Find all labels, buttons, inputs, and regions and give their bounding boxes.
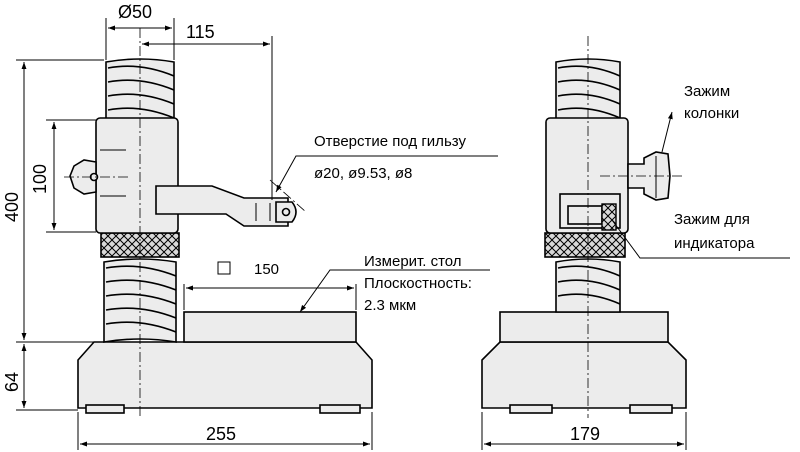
square-symbol: [217, 261, 231, 275]
foot-left: [85, 404, 125, 414]
table-label-line3: 2.3 мкм: [364, 297, 416, 314]
sleeve-hole-title: Отверстие под гильзу: [314, 133, 466, 150]
foot-side-left: [509, 404, 553, 414]
foot-side-right: [629, 404, 673, 414]
front-view: Ø50 115 100 400 64 255 150 Отверстие под: [2, 2, 498, 450]
dim-100: 100: [30, 164, 50, 194]
column-clamp-line2: колонки: [684, 105, 739, 122]
knurled-ring-side: [544, 232, 626, 258]
indicator-clamp-line2: индикатора: [674, 235, 755, 252]
indicator-arm: [155, 185, 289, 227]
base-side: [481, 341, 687, 409]
dim-400: 400: [2, 192, 22, 222]
column-clamp-line1: Зажим: [684, 83, 730, 100]
sleeve-hole-sizes: ø20, ø9.53, ø8: [314, 165, 412, 182]
dim-179: 179: [570, 424, 600, 444]
dim-115: 115: [186, 22, 215, 42]
dim-diameter-50: Ø50: [118, 2, 152, 22]
measuring-table-side: [499, 311, 669, 343]
upper-column-side: [555, 58, 621, 121]
lower-column-side: [555, 258, 621, 313]
indicator-clamp-screw: [601, 203, 617, 231]
side-view: 179 Зажим колонки Зажим для индикатора: [481, 36, 790, 450]
dim-64: 64: [2, 372, 22, 392]
indicator-clamp-line1: Зажим для: [674, 211, 750, 228]
dim-255: 255: [206, 424, 236, 444]
measuring-table-front: [183, 311, 357, 343]
foot-right: [319, 404, 361, 414]
base-front: [77, 341, 373, 409]
table-label-line2: Плоскостность:: [364, 275, 472, 292]
table-label-line1: Измерит. стол: [364, 253, 462, 270]
holder-body-front: [95, 117, 179, 234]
dim-150: 150: [254, 261, 279, 278]
